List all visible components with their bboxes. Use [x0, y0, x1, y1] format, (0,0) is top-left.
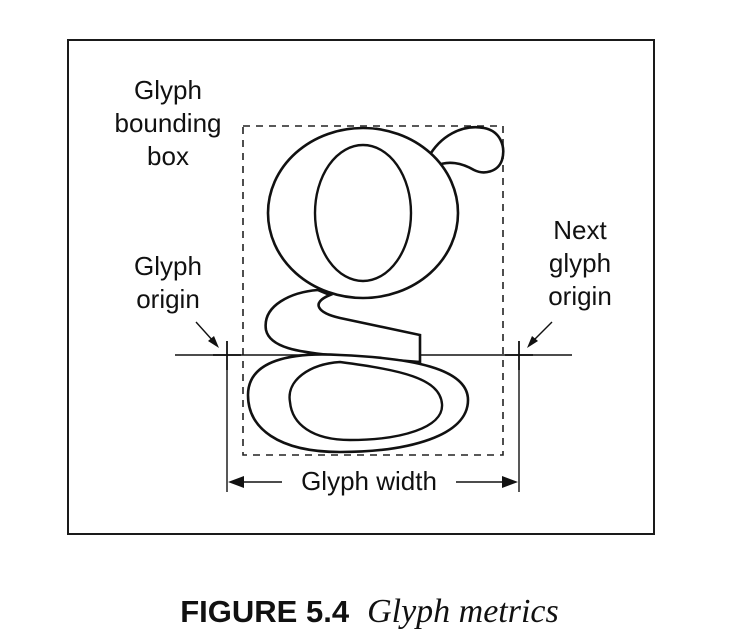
next-glyph-origin-label-line3: origin	[548, 281, 612, 311]
bounding-box-label-line3: box	[147, 141, 189, 171]
glyph-origin-label-line1: Glyph	[134, 251, 202, 281]
glyph-origin-label: Glyph origin	[100, 250, 236, 316]
bounding-box	[242, 125, 504, 456]
figure-number: FIGURE 5.4	[180, 594, 350, 629]
glyph-origin-marker	[213, 341, 241, 370]
bounding-box-label-line1: Glyph	[134, 75, 202, 105]
glyph-origin-label-line2: origin	[136, 284, 200, 314]
next-glyph-origin-label: Next glyph origin	[512, 214, 648, 313]
glyph-width-label-text: Glyph width	[301, 466, 437, 496]
next-glyph-origin-pointer	[527, 321, 553, 348]
figure-frame	[67, 39, 655, 535]
bounding-box-label-line2: bounding	[114, 108, 222, 138]
figure-caption: FIGURE 5.4 Glyph metrics	[0, 593, 739, 631]
next-glyph-origin-label-line1: Next	[553, 215, 607, 245]
figure-title: Glyph metrics	[367, 593, 559, 630]
glyph-width-label: Glyph width	[284, 465, 454, 498]
glyph-width-dimension	[226, 370, 520, 492]
bounding-box-label: Glyph bounding box	[100, 74, 236, 173]
next-glyph-origin-label-line2: glyph	[548, 248, 612, 278]
glyph-origin-pointer	[195, 321, 219, 348]
glyph-g-counters	[288, 143, 444, 442]
next-glyph-origin-marker	[505, 341, 533, 370]
